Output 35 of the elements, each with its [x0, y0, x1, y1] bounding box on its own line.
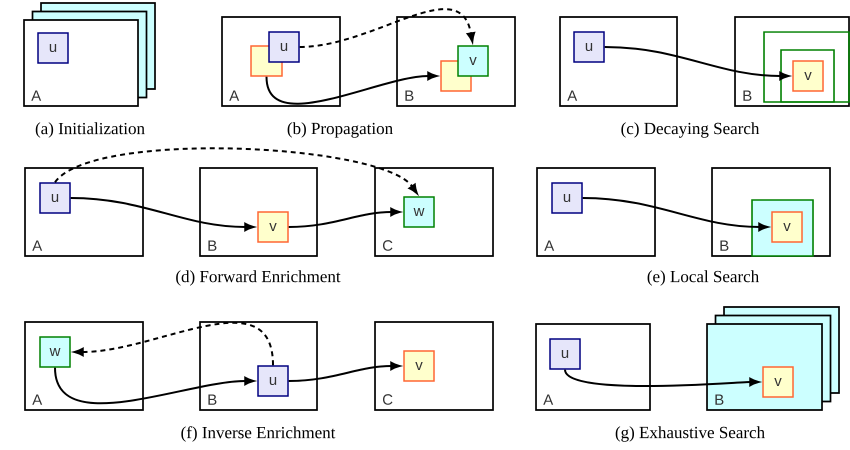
arrow: [582, 197, 768, 232]
caption: (f) Inverse Enrichment: [181, 426, 336, 442]
arrow: [288, 208, 400, 228]
arrow: [266, 72, 438, 105]
caption: (d) Forward Enrichment: [176, 270, 341, 286]
vertex-box: u: [257, 365, 289, 397]
region-box: [763, 31, 850, 103]
arrow: [564, 369, 760, 387]
vertex-box: v: [457, 45, 489, 77]
vertex-box: v: [403, 350, 435, 382]
vertex-box: u: [549, 338, 581, 370]
caption: (a) Initialization: [36, 122, 145, 138]
vertex-box: w: [403, 196, 435, 228]
caption: (b) Propagation: [288, 122, 393, 138]
vertex-box: u: [573, 31, 605, 63]
arrow: [288, 362, 400, 382]
arrow: [300, 8, 476, 48]
region-box: [780, 49, 835, 103]
caption: (g) Exhaustive Search: [616, 426, 765, 442]
vertex-box: u: [551, 182, 583, 214]
vertex-box: v: [792, 60, 824, 92]
vertex-box: v: [762, 366, 794, 398]
caption: (c) Decaying Search: [621, 122, 760, 138]
vertex-box: v: [257, 211, 289, 243]
vertex-box: w: [39, 336, 71, 368]
vertex-box: v: [771, 211, 803, 243]
vertex-box: u: [37, 32, 69, 64]
vertex-box: u: [268, 31, 300, 63]
vertex-box: u: [39, 182, 71, 214]
arrow: [70, 197, 254, 232]
arrow: [604, 46, 790, 80]
caption: (e) Local Search: [648, 270, 759, 286]
arrow: [74, 322, 274, 366]
arrow: [54, 148, 418, 194]
arrow: [54, 368, 254, 404]
